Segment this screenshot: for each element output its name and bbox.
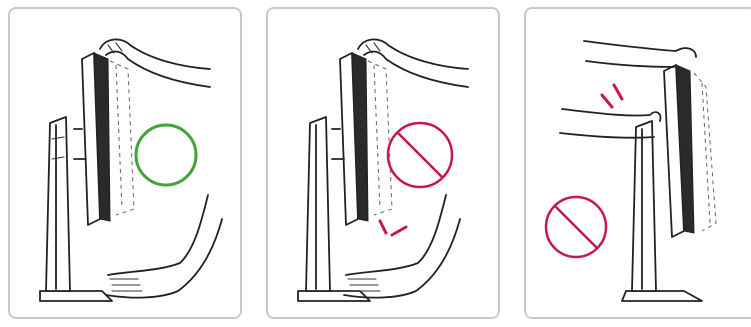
panel-prohibited-method-2 bbox=[524, 7, 751, 319]
impact-marks-icon bbox=[380, 221, 406, 235]
monitor-illustration-2 bbox=[268, 9, 498, 317]
hand-icon bbox=[358, 39, 468, 87]
prohibited-sign-icon bbox=[388, 123, 452, 187]
correct-circle-icon bbox=[136, 125, 196, 185]
monitor-stand-icon bbox=[40, 53, 134, 301]
monitor-illustration-3 bbox=[526, 9, 751, 317]
monitor-stand-icon bbox=[622, 65, 716, 301]
monitor-stand-icon bbox=[298, 53, 392, 301]
prohibited-sign-icon bbox=[546, 197, 606, 257]
monitor-illustration-1 bbox=[10, 9, 240, 317]
panel-prohibited-method-1 bbox=[266, 7, 500, 319]
hand-icon bbox=[100, 39, 210, 87]
hand-icon bbox=[106, 195, 222, 298]
impact-marks-icon bbox=[602, 85, 622, 107]
panel-correct-method bbox=[8, 7, 242, 319]
